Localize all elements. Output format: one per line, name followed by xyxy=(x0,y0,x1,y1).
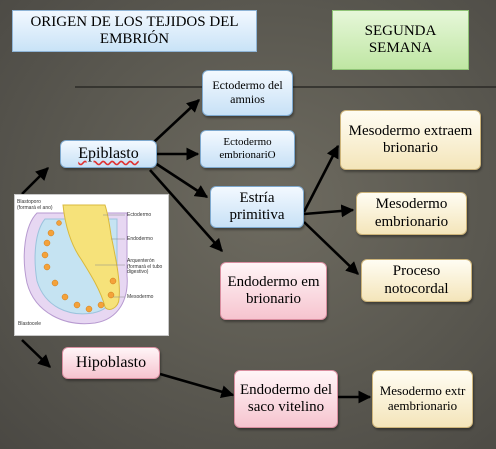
node-ectodermo-embrionario-label: Ectodermo embrionariO xyxy=(219,136,276,161)
arrow-estria-meso-extra xyxy=(302,144,340,213)
node-mesodermo-embrionario-label: Mesodermo embrionario xyxy=(374,196,449,230)
node-mesodermo-extraembrionario-2: Mesodermo extraembrionario xyxy=(372,370,473,428)
node-mesodermo-extraembrionario-2-label: Mesodermo extraembrionario xyxy=(379,383,466,413)
node-hipoblasto-label: Hipoblasto xyxy=(75,353,147,371)
arrow-epiblasto-estria xyxy=(154,161,209,199)
arrow-epiblasto-ecto-amnios xyxy=(153,99,200,143)
node-ectodermo-amnios: Ectodermo del amnios xyxy=(202,70,293,116)
embryo-drawing xyxy=(23,204,128,325)
embryo-label-mesodermo: Mesodermo xyxy=(127,294,154,300)
embryo-label-ectodermo: Ectodermo xyxy=(127,212,152,218)
node-mesodermo-extraembrionario: Mesodermo extraembrionario xyxy=(340,110,481,170)
arrow-hipo-endo-saco xyxy=(159,372,235,399)
node-endodermo-embrionario: Endodermo embrionario xyxy=(220,262,327,320)
node-proceso-notocordal: Proceso notocordal xyxy=(361,259,472,302)
node-mesodermo-extraembrionario-label: Mesodermo extraembrionario xyxy=(348,122,473,156)
node-epiblasto-label: Epiblasto xyxy=(78,144,139,162)
diagram-title: ORIGEN DE LOS TEJIDOS DEL EMBRIÓN xyxy=(12,10,257,52)
node-proceso-notocordal-label: Proceso notocordal xyxy=(384,263,449,297)
node-endodermo-saco-vitelino: Endodermo del saco vitelino xyxy=(234,370,338,428)
embryo-label-blastocele: Blastocele xyxy=(18,321,42,327)
node-ectodermo-amnios-label: Ectodermo del amnios xyxy=(212,78,283,106)
node-hipoblasto: Hipoblasto xyxy=(62,347,160,379)
embryo-illustration: Blastoporo (formará el ano) Ectodermo En… xyxy=(14,194,169,336)
arrow-estria-meso-embrio xyxy=(303,204,355,218)
node-endodermo-saco-vitelino-label: Endodermo del saco vitelino xyxy=(239,381,333,415)
node-mesodermo-embrionario: Mesodermo embrionario xyxy=(356,192,467,235)
mesoderm-cells xyxy=(41,220,117,313)
embryo-label-arquenteron: Arquenterón (formará el tubo digestivo) xyxy=(127,258,163,275)
embryo-label-endodermo: Endodermo xyxy=(127,236,153,242)
arrow-image-hipoblasto xyxy=(21,339,51,368)
arrow-epiblasto-endo xyxy=(149,169,223,252)
arrow-estria-proceso xyxy=(303,221,359,275)
node-estria-primitiva-label: Estría primitiva xyxy=(229,189,285,223)
node-epiblasto: Epiblasto xyxy=(60,140,157,168)
embryo-label-blastoporo: Blastoporo (formará el ano) xyxy=(17,199,53,211)
node-estria-primitiva: Estría primitiva xyxy=(210,186,304,228)
week-label: SEGUNDA SEMANA xyxy=(332,10,469,70)
node-ectodermo-embrionario: Ectodermo embrionariO xyxy=(200,130,295,168)
node-endodermo-embrionario-label: Endodermo embrionario xyxy=(227,273,320,307)
arrow-image-epiblasto xyxy=(21,167,49,195)
